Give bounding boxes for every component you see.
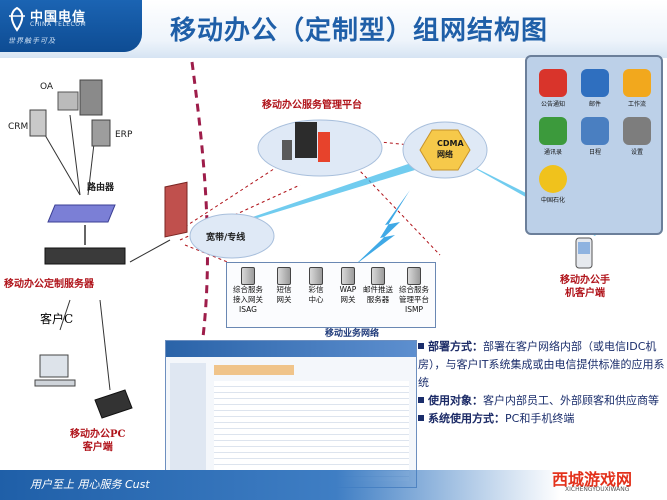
service-wap-gateway: WAP 网关 — [331, 267, 365, 305]
server-icon — [241, 267, 255, 285]
screenshot-list — [214, 381, 409, 481]
logo-english-text: CHINA TELECOM — [30, 21, 87, 28]
app-icon — [581, 69, 609, 97]
mobile-client-label: 移动办公手 机客户端 — [560, 275, 610, 299]
router-label: 路由器 — [87, 183, 115, 193]
erp-label: ERP — [115, 130, 133, 140]
pc-client-label: 移动办公PC 客户端 — [70, 429, 126, 453]
screenshot-header — [166, 341, 416, 357]
bullet-usage: 系统使用方式：PC和手机终端 — [418, 410, 666, 428]
platform-label: 移动办公服务管理平台 — [262, 100, 362, 111]
sinopec-icon — [539, 165, 567, 193]
service-isag: 综合服务 接入网关 ISAG — [231, 267, 265, 315]
oa-label: OA — [40, 82, 54, 92]
china-telecom-logo — [0, 0, 142, 52]
bullet-users: 使用对象：客户内部员工、外部顾客和供应商等 — [418, 392, 666, 410]
client-c-label: 客户C — [40, 312, 74, 326]
crm-label: CRM — [8, 122, 29, 132]
custom-server-label: 移动办公定制服务器 — [4, 279, 94, 290]
service-ismp: 综合服务 管理平台 ISMP — [397, 267, 431, 315]
telecom-logo-icon — [9, 6, 25, 32]
server-icon — [309, 267, 323, 285]
mobile-network-label: 移动业务网络 — [325, 329, 380, 339]
mobile-service-network: 综合服务 接入网关 ISAG 短信 网关 彩信 中心 WAP 网关 邮件推送 服… — [226, 262, 436, 328]
server-icon — [407, 267, 421, 285]
description-bullets: 部署方式：部署在客户网络内部（或电信IDC机房），与客户IT系统集成或由电信提供… — [418, 338, 666, 428]
logo-chinese-text: 中国电信 — [30, 10, 87, 25]
bullet-deployment: 部署方式：部署在客户网络内部（或电信IDC机房），与客户IT系统集成或由电信提供… — [418, 340, 665, 389]
phone-mockup: 公告通知 邮件 工作流 通讯录 日程 设置 中国石化 — [525, 55, 663, 235]
screenshot-sidebar — [170, 363, 206, 483]
server-icon — [277, 267, 291, 285]
app-icon — [623, 69, 651, 97]
service-sms-gateway: 短信 网关 — [267, 267, 301, 305]
mobile-phone-icon — [575, 237, 593, 269]
app-icon — [623, 117, 651, 145]
service-mail-push: 邮件推送 服务器 — [361, 267, 395, 305]
service-mms-center: 彩信 中心 — [299, 267, 333, 305]
cdma-label: CDMA 网络 — [437, 139, 464, 159]
app-icon — [581, 117, 609, 145]
watermark-subtext: XICHENGYOUXIWANG — [565, 486, 630, 493]
page-title: 移动办公（定制型）组网结构图 — [170, 16, 549, 46]
app-screenshot-thumbnail — [165, 340, 417, 488]
app-icon — [539, 117, 567, 145]
watermark-text: 西城游戏网 — [552, 470, 633, 489]
app-icon — [539, 69, 567, 97]
footer-slogan: 用户至上 用心服务 Cust — [30, 478, 150, 491]
server-icon — [371, 267, 385, 285]
logo-tagline: 世界触手可及 — [8, 37, 56, 45]
broadband-label: 宽带/专线 — [206, 233, 246, 243]
footer-band — [0, 470, 560, 500]
server-icon — [341, 267, 355, 285]
